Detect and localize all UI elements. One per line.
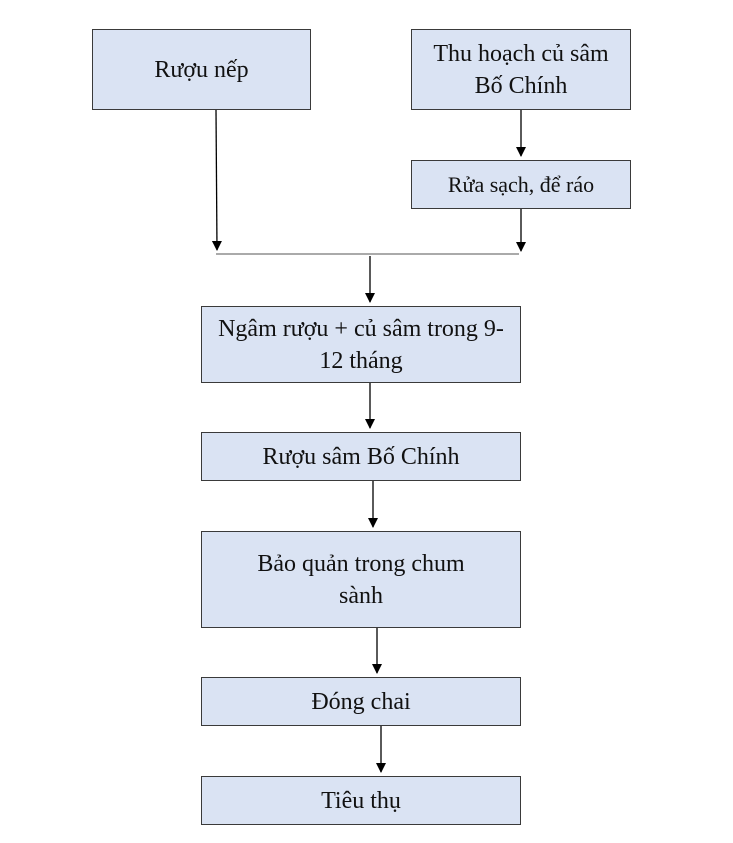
- node-tieu-thu-label: Tiêu thụ: [321, 787, 401, 814]
- node-ruou-nep-label: Rượu nếp: [154, 56, 249, 83]
- node-rua-sach-label: Rửa sạch, để ráo: [447, 171, 595, 197]
- arrow-ruou-nep-down: [211, 109, 222, 251]
- node-dong-chai-label: Đóng chai: [311, 688, 411, 715]
- node-rua-sach: Rửa sạch, để ráo: [411, 160, 631, 209]
- node-bao-quan-label: Bảo quản trong chum sành: [257, 550, 465, 609]
- node-ngam-ruou-label: Ngâm rượu + củ sâm trong 9-12 tháng: [218, 315, 504, 374]
- node-thu-hoach-label: Thu hoạch củ sâm Bố Chính: [433, 40, 609, 99]
- node-dong-chai: Đóng chai: [201, 677, 521, 726]
- node-tieu-thu: Tiêu thụ: [201, 776, 521, 825]
- node-thu-hoach: Thu hoạch củ sâm Bố Chính: [411, 29, 631, 110]
- node-ruou-sam-label: Rượu sâm Bố Chính: [262, 443, 460, 470]
- node-ruou-nep: Rượu nếp: [92, 29, 311, 110]
- node-ngam-ruou: Ngâm rượu + củ sâm trong 9-12 tháng: [201, 306, 521, 383]
- node-ruou-sam: Rượu sâm Bố Chính: [201, 432, 521, 481]
- node-bao-quan: Bảo quản trong chum sành: [201, 531, 521, 628]
